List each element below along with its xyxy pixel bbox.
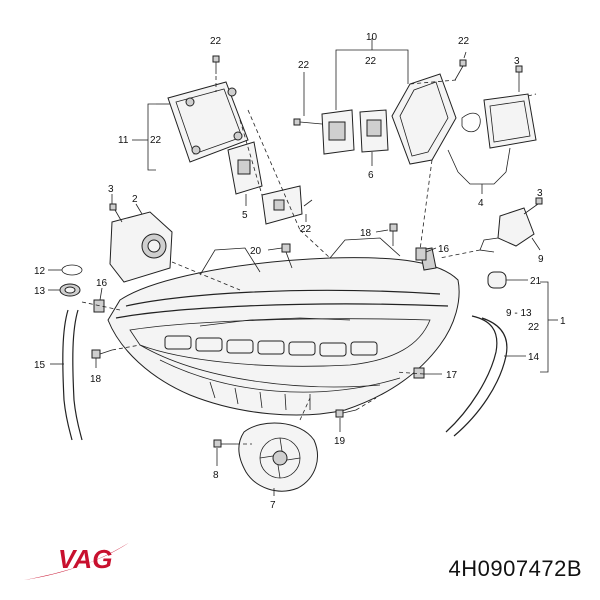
callout-labels: 22 10 22 22 22 3 11 22 5 6 22 4 3 2 3 18… (34, 32, 566, 511)
cooling-fan-7 (238, 422, 318, 492)
control-unit-10 (293, 109, 355, 155)
label-11: 11 (118, 135, 129, 146)
label-14: 14 (528, 352, 540, 363)
label-4: 4 (478, 198, 484, 209)
vent-hose-15 (62, 309, 83, 441)
clip-13 (59, 283, 81, 297)
bracket (261, 185, 313, 225)
label-22: 22 (210, 36, 222, 47)
label-18: 18 (90, 374, 102, 385)
label-8: 8 (213, 470, 219, 481)
seal-ring-12 (61, 264, 83, 276)
screw-18-top (389, 223, 398, 246)
connector-16-top (415, 247, 427, 261)
label-5: 5 (242, 210, 248, 221)
logo-text: VAG (58, 544, 112, 574)
cap-21 (487, 271, 507, 289)
vag-logo: VAG (24, 542, 130, 580)
label-3: 3 (108, 184, 114, 195)
label-9-13: 9 - 13 (506, 308, 532, 319)
screw-8 (213, 439, 236, 448)
label-22: 22 (300, 224, 312, 235)
screw-19 (335, 409, 357, 418)
headlight-housing (107, 237, 460, 416)
label-10: 10 (366, 32, 378, 43)
label-21: 21 (530, 276, 542, 287)
label-17: 17 (446, 370, 458, 381)
label-22: 22 (458, 36, 470, 47)
label-18: 18 (360, 228, 372, 239)
label-22: 22 (150, 135, 162, 146)
label-22: 22 (298, 60, 310, 71)
label-7: 7 (270, 500, 276, 511)
label-3: 3 (537, 188, 543, 199)
screw-22-top (212, 55, 220, 74)
label-20: 20 (250, 246, 262, 257)
label-19: 19 (334, 436, 346, 447)
label-1: 1 (560, 316, 566, 327)
label-15: 15 (34, 360, 46, 371)
levelling-motor-2 (109, 203, 173, 283)
label-6: 6 (368, 170, 374, 181)
screw-22-right (454, 59, 467, 81)
label-22: 22 (365, 56, 377, 67)
label-3: 3 (514, 56, 520, 67)
control-module-5 (227, 141, 263, 195)
ballast-unit-4 (483, 65, 537, 149)
label-22: 22 (528, 322, 540, 333)
label-16: 16 (438, 244, 450, 255)
control-unit-6 (359, 109, 389, 153)
part-number: 4H0907472B (448, 556, 582, 581)
cover-plate (167, 81, 249, 163)
mounting-frame (391, 73, 481, 165)
label-9: 9 (538, 254, 544, 265)
leader-lines (48, 38, 558, 496)
label-16: 16 (96, 278, 108, 289)
screw-18-left (91, 349, 113, 359)
label-12: 12 (34, 266, 46, 277)
assembly-guide-lines (81, 76, 537, 445)
label-2: 2 (132, 194, 138, 205)
label-13: 13 (34, 286, 46, 297)
bulb-socket-9 (479, 197, 543, 253)
drl-led-row (164, 317, 378, 357)
connector-16-left (93, 299, 105, 313)
